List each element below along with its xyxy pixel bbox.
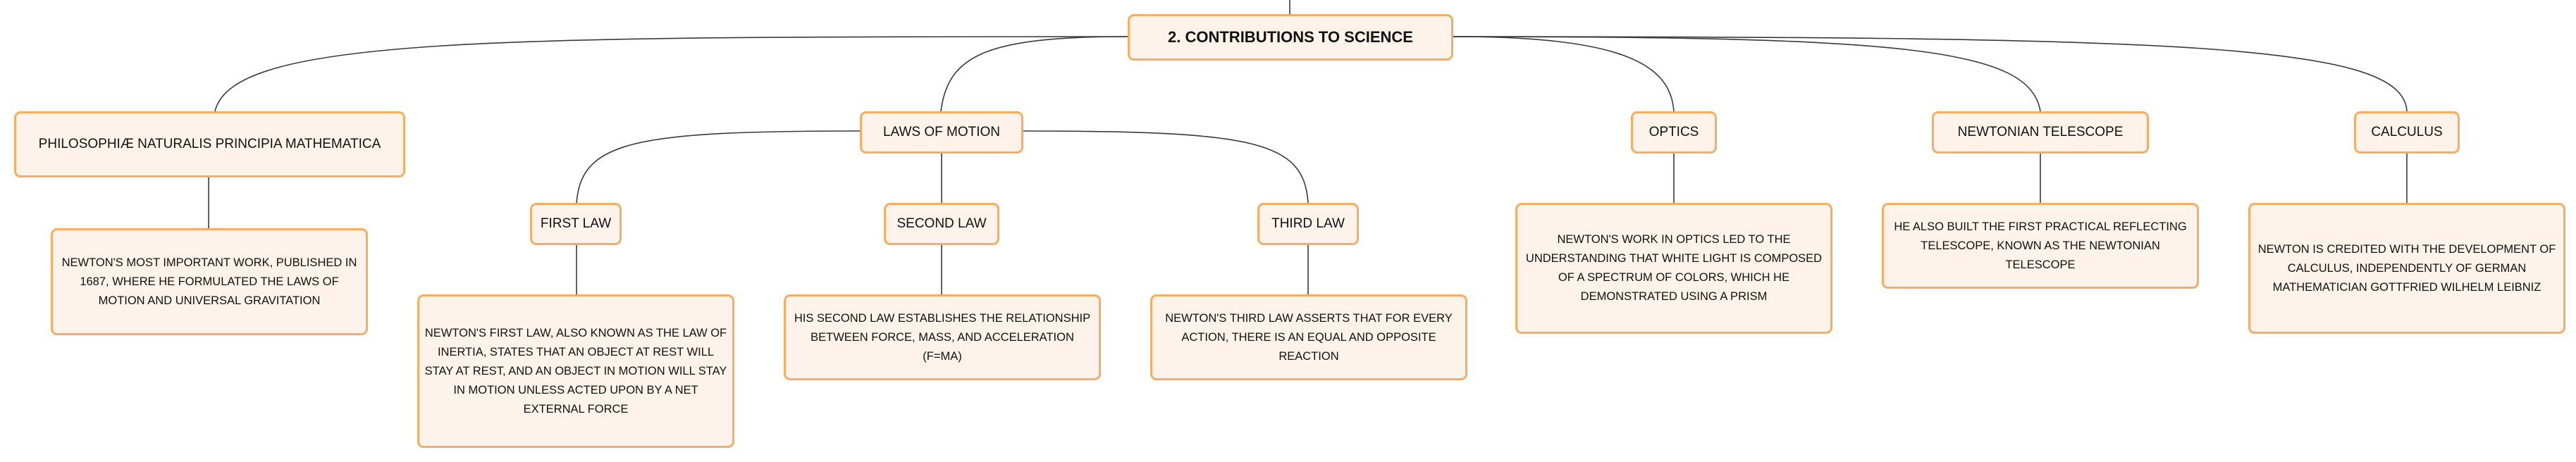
connector-root-optics [1453, 36, 1675, 112]
branch-optics[interactable]: OPTICS [1631, 111, 1717, 154]
connector-laws-third [1023, 130, 1309, 204]
branch-newtonian-telescope-label: NEWTONIAN TELESCOPE [1957, 125, 2124, 139]
detail-calculus-text: NEWTON IS CREDITED WITH THE DEVELOPMENT … [2257, 242, 2556, 294]
detail-newtonian-telescope[interactable]: HE ALSO BUILT THE FIRST PRACTICAL REFLEC… [1882, 203, 2199, 289]
branch-optics-label: OPTICS [1648, 125, 1699, 139]
branch-newtonian-telescope[interactable]: NEWTONIAN TELESCOPE [1932, 111, 2149, 154]
branch-third-law-label: THIRD LAW [1271, 216, 1345, 231]
connector-root-calculus [1453, 36, 2408, 112]
detail-third-law[interactable]: NEWTON'S THIRD LAW ASSERTS THAT FOR EVER… [1150, 294, 1467, 380]
detail-second-law-text: HIS SECOND LAW ESTABLISHES THE RELATIONS… [794, 311, 1091, 363]
branch-principia-label: PHILOSOPHIÆ NATURALIS PRINCIPIA MATHEMAT… [38, 137, 381, 151]
detail-third-law-text: NEWTON'S THIRD LAW ASSERTS THAT FOR EVER… [1165, 311, 1453, 363]
detail-principia-text: NEWTON'S MOST IMPORTANT WORK, PUBLISHED … [61, 256, 357, 307]
root-node[interactable]: 2. CONTRIBUTIONS TO SCIENCE [1128, 14, 1453, 61]
branch-first-law-label: FIRST LAW [540, 216, 612, 231]
connector-root-principia [214, 36, 1128, 112]
detail-calculus[interactable]: NEWTON IS CREDITED WITH THE DEVELOPMENT … [2248, 203, 2565, 334]
connector-laws-first [576, 130, 861, 204]
branch-laws-of-motion[interactable]: LAWS OF MOTION [860, 111, 1023, 154]
branch-calculus[interactable]: CALCULUS [2354, 111, 2460, 154]
branch-third-law[interactable]: THIRD LAW [1257, 203, 1359, 245]
detail-first-law[interactable]: NEWTON'S FIRST LAW, ALSO KNOWN AS THE LA… [417, 294, 734, 448]
root-label: 2. CONTRIBUTIONS TO SCIENCE [1168, 28, 1413, 46]
branch-laws-of-motion-label: LAWS OF MOTION [882, 125, 1001, 139]
detail-principia[interactable]: NEWTON'S MOST IMPORTANT WORK, PUBLISHED … [51, 228, 368, 335]
detail-newtonian-telescope-text: HE ALSO BUILT THE FIRST PRACTICAL REFLEC… [1894, 220, 2187, 271]
branch-first-law[interactable]: FIRST LAW [530, 203, 622, 245]
detail-optics[interactable]: NEWTON'S WORK IN OPTICS LED TO THE UNDER… [1515, 203, 1832, 334]
branch-second-law[interactable]: SECOND LAW [884, 203, 999, 245]
branch-principia[interactable]: PHILOSOPHIÆ NATURALIS PRINCIPIA MATHEMAT… [14, 111, 405, 177]
connector-root-telescope [1453, 36, 2041, 112]
detail-first-law-text: NEWTON'S FIRST LAW, ALSO KNOWN AS THE LA… [424, 326, 727, 416]
branch-second-law-label: SECOND LAW [896, 216, 987, 231]
detail-second-law[interactable]: HIS SECOND LAW ESTABLISHES THE RELATIONS… [784, 294, 1101, 380]
branch-calculus-label: CALCULUS [2371, 125, 2443, 139]
connector-root-laws [940, 36, 1128, 112]
detail-optics-text: NEWTON'S WORK IN OPTICS LED TO THE UNDER… [1525, 233, 1823, 303]
